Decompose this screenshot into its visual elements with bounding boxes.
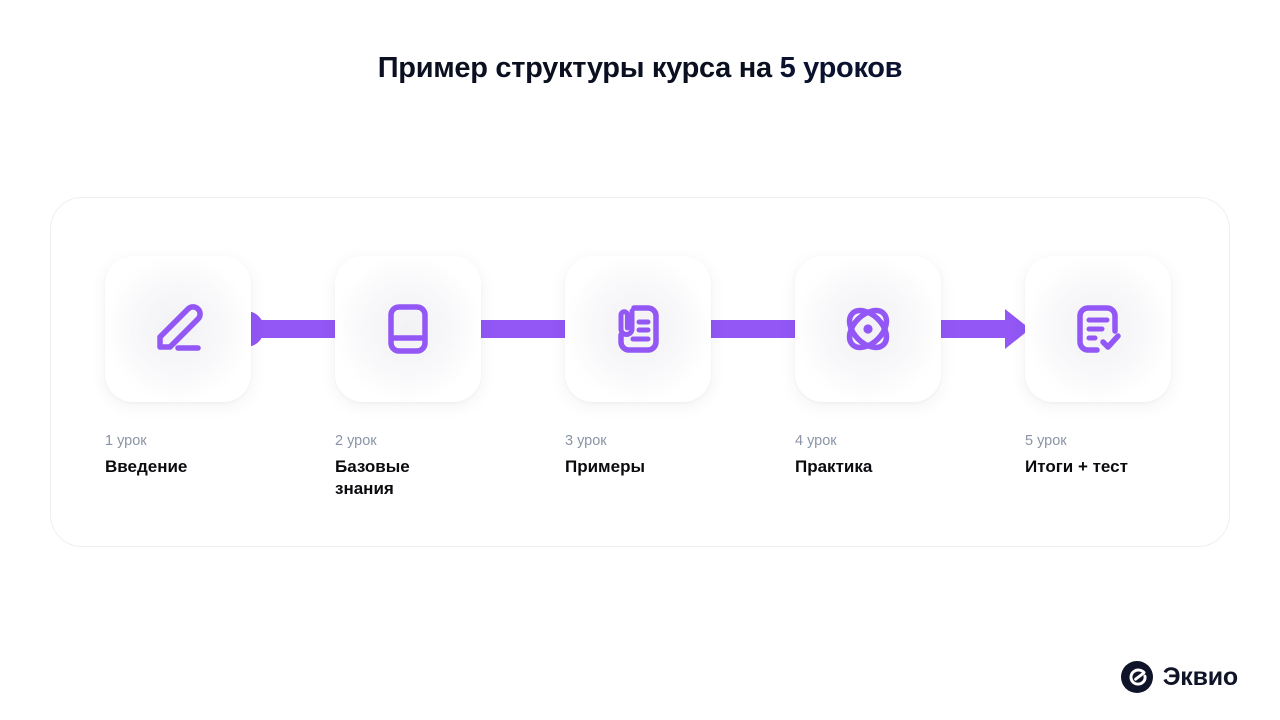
document-attachment-icon	[606, 297, 670, 361]
lesson-title-4: Практика	[795, 457, 873, 477]
lesson-card-1[interactable]	[105, 256, 251, 402]
lesson-card-3[interactable]	[565, 256, 711, 402]
document-check-icon	[1066, 297, 1130, 361]
atom-icon	[836, 297, 900, 361]
lesson-step-5[interactable]: 5 урок Итоги + тест	[1025, 256, 1171, 478]
lesson-title-2: Базовые знания	[335, 457, 410, 499]
lesson-number-3: 3 урок	[565, 433, 607, 449]
connector-3-bar	[699, 320, 799, 338]
lesson-number-4: 4 урок	[795, 433, 837, 449]
lesson-number-2: 2 урок	[335, 433, 377, 449]
lesson-card-5[interactable]	[1025, 256, 1171, 402]
connector-4	[929, 309, 1030, 349]
brand-logo: Эквио	[1120, 661, 1239, 693]
lesson-card-4[interactable]	[795, 256, 941, 402]
connector-1	[228, 311, 339, 347]
lesson-title-5: Итоги + тест	[1025, 457, 1128, 477]
connector-3	[699, 320, 799, 338]
page-title-accent: 5 уроков	[779, 52, 903, 84]
page-title: Пример структуры курса на 5 уроков	[0, 52, 1280, 85]
lesson-step-3[interactable]: 3 урок Примеры	[565, 256, 711, 478]
eqvio-logo-icon	[1120, 661, 1153, 693]
connector-2	[469, 320, 569, 338]
connector-1-bar	[239, 320, 339, 338]
lesson-step-4[interactable]: 4 урок Практика	[795, 256, 941, 478]
lesson-title-1: Введение	[105, 457, 188, 477]
page-title-prefix: Пример структуры курса на	[377, 52, 780, 84]
connector-2-bar	[469, 320, 569, 338]
lesson-step-1[interactable]: 1 урок Введение	[105, 256, 251, 478]
lesson-number-1: 1 урок	[105, 433, 147, 449]
lesson-card-2[interactable]	[335, 256, 481, 402]
connector-4-bar	[929, 320, 1007, 338]
lesson-number-5: 5 урок	[1025, 433, 1067, 449]
lesson-title-3: Примеры	[565, 457, 645, 477]
lesson-steps-row: 1 урок Введение 2 урок Базовые знания	[105, 256, 1175, 498]
brand-logo-text: Эквио	[1162, 662, 1239, 691]
book-icon	[376, 297, 440, 361]
lesson-step-2[interactable]: 2 урок Базовые знания	[335, 256, 481, 501]
pencil-edit-icon	[146, 297, 210, 361]
